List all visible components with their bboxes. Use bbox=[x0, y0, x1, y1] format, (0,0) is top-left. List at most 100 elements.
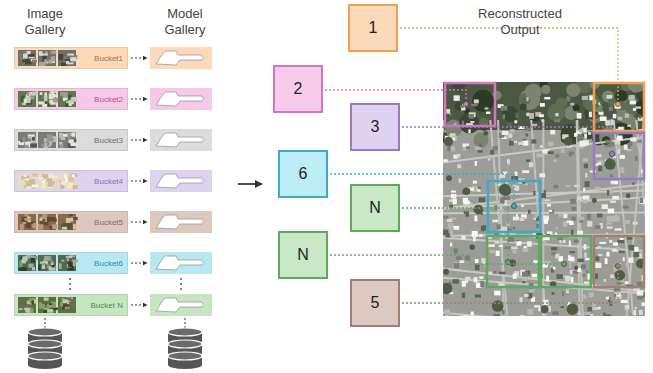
graphic-part bbox=[502, 131, 509, 135]
thumbnail-detail bbox=[66, 225, 72, 230]
graphic-part bbox=[570, 103, 574, 106]
model-icon bbox=[156, 51, 204, 65]
model-strip bbox=[150, 88, 212, 110]
graphic-part bbox=[635, 156, 637, 161]
leader-line bbox=[330, 255, 564, 264]
thumbnail-detail bbox=[51, 91, 53, 96]
graphic-part bbox=[579, 141, 586, 147]
graphic-part bbox=[532, 274, 538, 278]
graphic-part bbox=[542, 150, 548, 153]
graphic-part bbox=[625, 305, 629, 309]
leader-dot bbox=[615, 101, 620, 106]
thumbnail-detail bbox=[40, 221, 44, 224]
thumbnail bbox=[18, 214, 36, 230]
thumbnail-detail bbox=[18, 141, 20, 145]
thumbnail-detail bbox=[69, 214, 74, 216]
graphic-part bbox=[527, 241, 532, 247]
thumbnail-detail bbox=[70, 57, 76, 61]
graphic-part bbox=[625, 114, 629, 118]
graphic-part bbox=[606, 95, 612, 99]
graphic-part bbox=[544, 190, 546, 194]
graphic-part bbox=[600, 116, 607, 120]
thumbnail-detail bbox=[59, 181, 61, 183]
graphic-part bbox=[625, 281, 629, 284]
graphic-part bbox=[527, 309, 533, 315]
graphic-part bbox=[510, 129, 515, 133]
graphic-part bbox=[493, 271, 496, 274]
satellite-image bbox=[443, 82, 645, 316]
graphic-part bbox=[524, 128, 531, 132]
thumbnail bbox=[38, 132, 56, 148]
graphic-part bbox=[569, 154, 572, 157]
graphic-part bbox=[586, 271, 588, 273]
column-heading: Reconstructed Output bbox=[464, 6, 576, 38]
graphic-part bbox=[519, 297, 522, 302]
highlight-square bbox=[594, 133, 644, 179]
graphic-part bbox=[444, 216, 448, 218]
graphic-part bbox=[547, 103, 565, 121]
graphic-part bbox=[615, 140, 621, 145]
graphic-part bbox=[513, 227, 515, 230]
graphic-part bbox=[473, 205, 483, 215]
graphic-part bbox=[611, 181, 614, 184]
graphic-part bbox=[570, 199, 576, 204]
database-top bbox=[168, 328, 202, 336]
graphic-part bbox=[639, 310, 643, 315]
graphic-part bbox=[560, 306, 564, 308]
graphic-part bbox=[634, 252, 640, 257]
graphic-part bbox=[492, 300, 504, 312]
dotted-arrow bbox=[131, 222, 147, 223]
graphic-part bbox=[578, 259, 584, 263]
thumbnail-detail bbox=[47, 309, 53, 313]
graphic-part bbox=[471, 104, 478, 107]
graphic-part bbox=[634, 310, 636, 316]
callout-number: 3 bbox=[371, 118, 380, 136]
thumbnail-detail bbox=[32, 92, 38, 96]
thumbnail-detail bbox=[67, 257, 69, 262]
graphic-part bbox=[559, 113, 562, 117]
graphic-part bbox=[470, 245, 475, 250]
bucket-label: Bucket2 bbox=[94, 95, 123, 104]
graphic-part bbox=[476, 141, 479, 144]
graphic-part bbox=[590, 314, 593, 316]
graphic-part bbox=[618, 117, 623, 121]
graphic-part bbox=[547, 204, 551, 207]
graphic-part bbox=[574, 239, 579, 242]
thumbnail-detail bbox=[39, 302, 42, 308]
graphic-part bbox=[587, 221, 592, 227]
graphic-part bbox=[504, 211, 510, 213]
leader-dot bbox=[463, 101, 468, 106]
graphic-part bbox=[630, 138, 636, 142]
graphic-part bbox=[539, 173, 545, 177]
thumbnail-detail bbox=[30, 143, 37, 147]
callout-number: N bbox=[369, 199, 381, 217]
graphic-part bbox=[550, 130, 555, 135]
graphic-part bbox=[493, 146, 498, 150]
leader-line bbox=[400, 28, 618, 104]
graphic-part bbox=[462, 281, 466, 287]
thumbnail-detail bbox=[52, 224, 57, 229]
thumbnail-detail bbox=[64, 174, 67, 178]
graphic-part bbox=[539, 114, 544, 117]
graphic-part bbox=[605, 120, 610, 125]
thumbnail-detail bbox=[32, 137, 35, 141]
highlight-square bbox=[445, 83, 495, 126]
graphic-part bbox=[496, 224, 500, 229]
highlight-square bbox=[541, 236, 591, 287]
graphic-part bbox=[488, 244, 495, 247]
callout-number: 5 bbox=[371, 294, 380, 312]
thumbnail-detail bbox=[24, 218, 30, 220]
graphic-part bbox=[490, 250, 496, 253]
thumbnail-detail bbox=[20, 299, 22, 303]
graphic-part bbox=[466, 146, 470, 149]
ellipsis-dot bbox=[180, 283, 182, 285]
graphic-part bbox=[607, 190, 609, 195]
graphic-part bbox=[475, 161, 477, 166]
graphic-part bbox=[475, 259, 479, 263]
graphic-part bbox=[577, 196, 581, 199]
graphic-part bbox=[588, 132, 591, 135]
graphic-part bbox=[606, 297, 609, 300]
thumbnail-detail bbox=[49, 257, 51, 261]
callout-number: 6 bbox=[299, 165, 308, 183]
thumbnail-detail bbox=[72, 97, 77, 102]
